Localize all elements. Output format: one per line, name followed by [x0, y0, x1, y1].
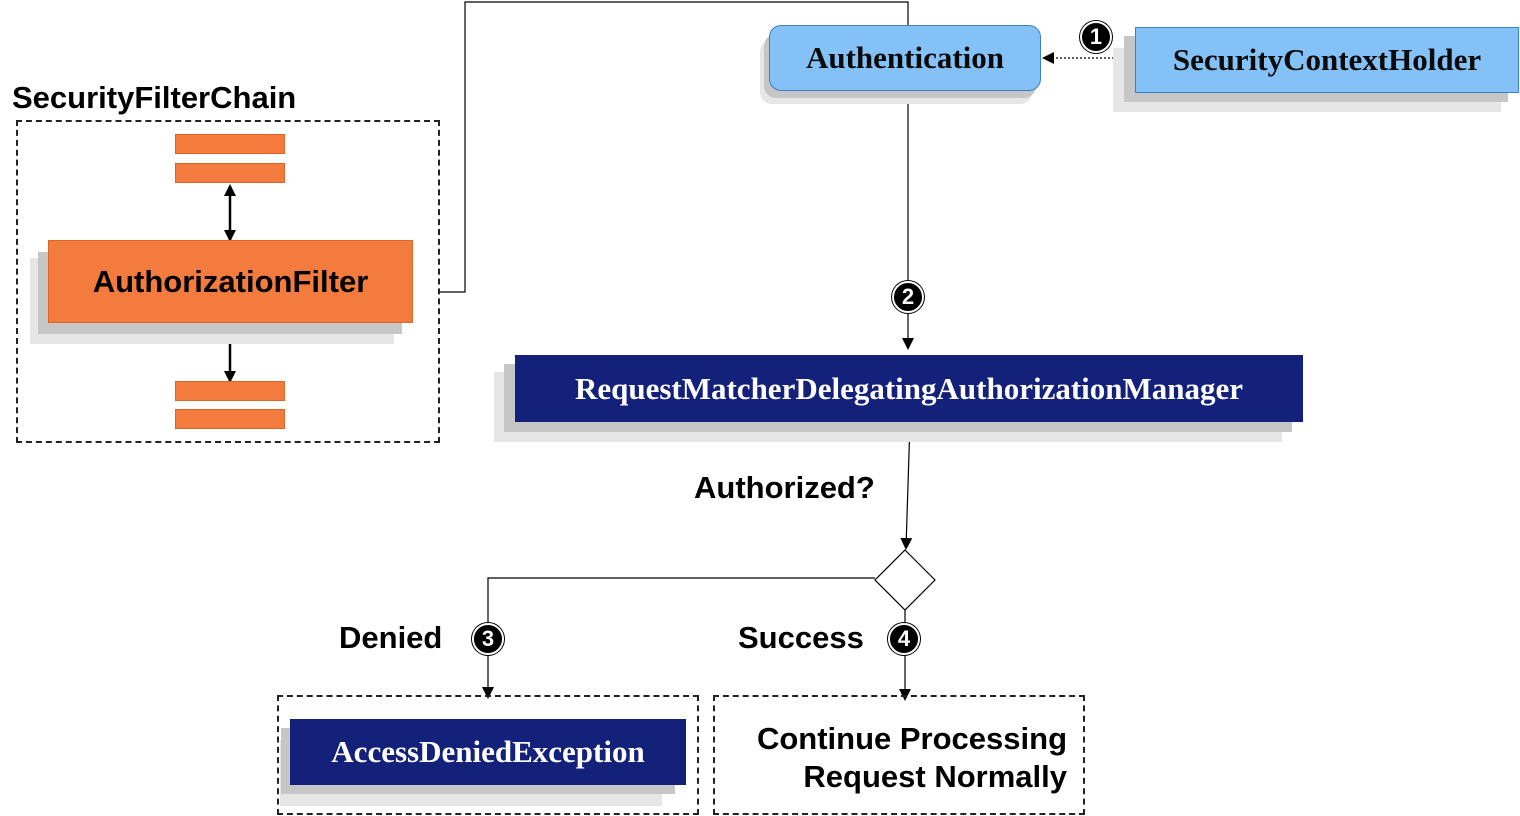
decision-to-denied-arrow: [482, 577, 875, 699]
success-outcome-container: [713, 695, 1085, 815]
access-denied-exception-node: AccessDeniedException: [290, 719, 686, 785]
continue-processing-line2: Request Normally: [803, 759, 1067, 794]
authorization-filter-label: AuthorizationFilter: [92, 263, 369, 299]
decision-diamond: [874, 549, 936, 611]
filter-bar: [175, 381, 285, 401]
step-badge-3: 3: [472, 623, 504, 655]
step-badge-1: 1: [1080, 21, 1112, 53]
filter-to-authentication-line: [438, 1, 909, 293]
continue-processing-text: Continue Processing Request Normally: [716, 720, 1067, 796]
authorization-filter-node: AuthorizationFilter: [48, 240, 413, 323]
security-context-holder-node: SecurityContextHolder: [1135, 27, 1519, 93]
manager-label: RequestMatcherDelegatingAuthorizationMan…: [574, 370, 1244, 406]
filter-bar: [175, 163, 285, 183]
step-badge-2: 2: [892, 281, 924, 313]
filter-chain-title: SecurityFilterChain: [12, 80, 297, 115]
continue-processing-line1: Continue Processing: [756, 721, 1067, 756]
access-denied-exception-label: AccessDeniedException: [331, 734, 645, 769]
filter-chain-container: [16, 120, 440, 443]
security-context-holder-label: SecurityContextHolder: [1172, 42, 1482, 77]
filter-bar: [175, 134, 285, 154]
authorized-question-label: Authorized?: [694, 470, 875, 505]
manager-node: RequestMatcherDelegatingAuthorizationMan…: [515, 355, 1303, 422]
authentication-node: Authentication: [769, 25, 1041, 91]
step-badge-4: 4: [888, 623, 920, 655]
filter-bar: [175, 409, 285, 429]
denied-outcome-container: [277, 695, 699, 815]
authentication-label: Authentication: [805, 40, 1005, 75]
denied-label: Denied: [339, 620, 443, 655]
manager-to-decision-arrow: [900, 421, 913, 550]
success-label: Success: [738, 620, 864, 655]
